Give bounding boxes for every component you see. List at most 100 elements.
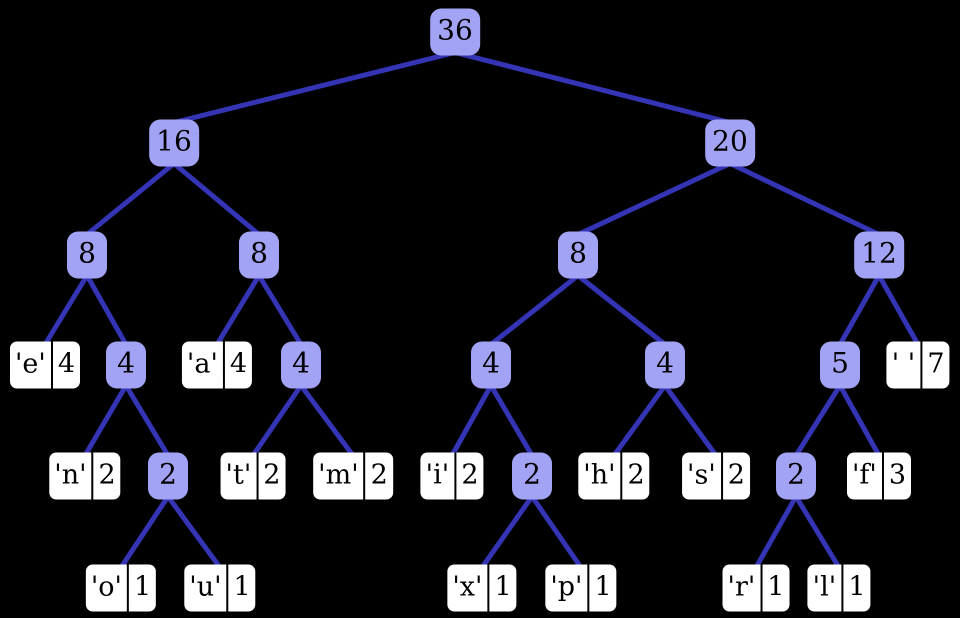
internal-node[interactable]: 4 xyxy=(281,341,321,389)
leaf-node-frequency: 2 xyxy=(461,459,479,490)
leaf-node-symbol: ' ' xyxy=(891,348,916,379)
leaf-node[interactable]: 'f' 3 xyxy=(846,452,912,500)
leaf-node-symbol-cell: 'n' xyxy=(49,452,92,500)
leaf-node-symbol-cell: 'p' xyxy=(545,564,588,612)
leaf-node-frequency: 2 xyxy=(627,459,645,490)
leaf-node-symbol: 'p' xyxy=(550,571,583,602)
internal-node-weight: 20 xyxy=(712,124,748,158)
leaf-node[interactable]: 'i' 2 xyxy=(420,452,484,500)
leaf-node-frequency: 3 xyxy=(888,459,907,490)
leaf-node-symbol: 'l' xyxy=(812,571,837,602)
leaf-node-frequency: 1 xyxy=(233,571,251,602)
leaf-node-symbol: 'f' xyxy=(851,459,877,490)
leaf-node-symbol: 'x' xyxy=(452,571,483,602)
leaf-node-symbol: 'i' xyxy=(425,459,450,490)
leaf-node-symbol-cell: 's' xyxy=(682,452,721,500)
leaf-node-symbol-cell: 't' xyxy=(220,452,257,500)
internal-node-weight: 2 xyxy=(523,457,541,491)
leaf-node[interactable]: ' ' 7 xyxy=(886,341,950,389)
leaf-node[interactable]: 's' 2 xyxy=(682,452,750,500)
leaf-node-symbol-cell: 'x' xyxy=(447,564,488,612)
leaf-node-frequency: 7 xyxy=(927,348,945,379)
internal-node-weight: 4 xyxy=(482,346,500,380)
internal-node-weight: 8 xyxy=(78,236,96,270)
leaf-node[interactable]: 'x' 1 xyxy=(447,564,517,612)
internal-node-weight: 8 xyxy=(569,236,587,270)
leaf-node-frequency: 2 xyxy=(98,459,116,490)
leaf-node-frequency-cell: 4 xyxy=(52,341,81,389)
leaf-node-symbol-cell: 'f' xyxy=(846,452,882,500)
leaf-node-frequency-cell: 1 xyxy=(489,564,517,612)
leaf-node-symbol-cell: 'a' xyxy=(181,341,223,389)
internal-node[interactable]: 8 xyxy=(239,231,279,279)
leaf-node-frequency-cell: 7 xyxy=(922,341,950,389)
leaf-node-symbol-cell: ' ' xyxy=(886,341,921,389)
internal-node-weight: 4 xyxy=(292,346,310,380)
leaf-node[interactable]: 'n' 2 xyxy=(49,452,121,500)
leaf-node-frequency: 1 xyxy=(594,571,612,602)
leaf-node[interactable]: 'r' 1 xyxy=(722,564,790,612)
leaf-node-symbol: 'm' xyxy=(318,459,359,490)
internal-node-weight: 2 xyxy=(787,457,805,491)
leaf-node-frequency-cell: 1 xyxy=(762,564,790,612)
leaf-node[interactable]: 'h' 2 xyxy=(578,452,650,500)
internal-node[interactable]: 2 xyxy=(148,452,188,500)
internal-node-weight: 12 xyxy=(861,236,897,270)
internal-node[interactable]: 2 xyxy=(512,452,552,500)
leaf-node-frequency-cell: 2 xyxy=(365,452,393,500)
internal-node[interactable]: 4 xyxy=(645,341,685,389)
leaf-node-frequency: 2 xyxy=(370,459,388,490)
leaf-node-symbol-cell: 'h' xyxy=(578,452,621,500)
internal-node[interactable]: 4 xyxy=(471,341,511,389)
leaf-node[interactable]: 'l'1 xyxy=(807,564,871,612)
internal-node[interactable]: 8 xyxy=(67,231,107,279)
leaf-node-frequency: 1 xyxy=(133,571,152,602)
leaf-node-symbol-cell: 'u' xyxy=(184,564,227,612)
leaf-node-symbol: 'u' xyxy=(189,571,222,602)
leaf-node-frequency-cell: 2 xyxy=(622,452,650,500)
leaf-node[interactable]: 't'2 xyxy=(220,452,286,500)
leaf-node-frequency-cell: 4 xyxy=(224,341,253,389)
leaf-node-frequency-cell: 1 xyxy=(843,564,871,612)
leaf-node-frequency: 2 xyxy=(727,459,745,490)
internal-node[interactable]: 4 xyxy=(106,341,146,389)
leaf-node-frequency: 4 xyxy=(229,348,248,379)
leaf-node[interactable]: 'a' 4 xyxy=(181,341,253,389)
leaf-node-symbol: 'n' xyxy=(54,459,87,490)
leaf-node-frequency-cell: 2 xyxy=(722,452,750,500)
internal-node-weight: 4 xyxy=(656,346,674,380)
internal-node[interactable]: 36 xyxy=(430,8,480,56)
leaf-node-symbol: 'r' xyxy=(727,571,756,602)
leaf-node-symbol: 'e' xyxy=(14,348,46,379)
leaf-node-symbol-cell: 'o' xyxy=(85,564,127,612)
internal-node[interactable]: 16 xyxy=(149,119,199,167)
leaf-node-frequency: 1 xyxy=(494,571,512,602)
leaf-node[interactable]: 'u' 1 xyxy=(184,564,256,612)
internal-node[interactable]: 2 xyxy=(776,452,816,500)
leaf-node-symbol: 'a' xyxy=(186,348,218,379)
leaf-node-frequency: 1 xyxy=(767,571,785,602)
leaf-node-symbol-cell: 'i' xyxy=(420,452,455,500)
leaf-node-frequency-cell: 2 xyxy=(456,452,484,500)
internal-node-weight: 8 xyxy=(250,236,268,270)
leaf-node-frequency: 2 xyxy=(263,459,281,490)
leaf-node-symbol-cell: 'e' xyxy=(9,341,51,389)
leaf-node-frequency-cell: 3 xyxy=(883,452,912,500)
leaf-node-symbol: 's' xyxy=(687,459,716,490)
internal-node-weight: 16 xyxy=(156,124,192,158)
leaf-node-frequency-cell: 1 xyxy=(128,564,157,612)
leaf-node-symbol: 'h' xyxy=(583,459,616,490)
internal-node-weight: 5 xyxy=(831,346,849,380)
leaf-node-symbol: 'o' xyxy=(90,571,122,602)
internal-node[interactable]: 20 xyxy=(705,119,755,167)
leaf-node[interactable]: 'p' 1 xyxy=(545,564,617,612)
leaf-node[interactable]: 'o' 1 xyxy=(85,564,157,612)
leaf-node[interactable]: 'e'4 xyxy=(9,341,81,389)
internal-node-weight: 2 xyxy=(159,457,177,491)
leaf-node[interactable]: 'm' 2 xyxy=(313,452,393,500)
internal-node[interactable]: 5 xyxy=(820,341,860,389)
internal-node[interactable]: 12 xyxy=(854,231,904,279)
leaf-node-symbol-cell: 'm' xyxy=(313,452,364,500)
internal-node[interactable]: 8 xyxy=(558,231,598,279)
